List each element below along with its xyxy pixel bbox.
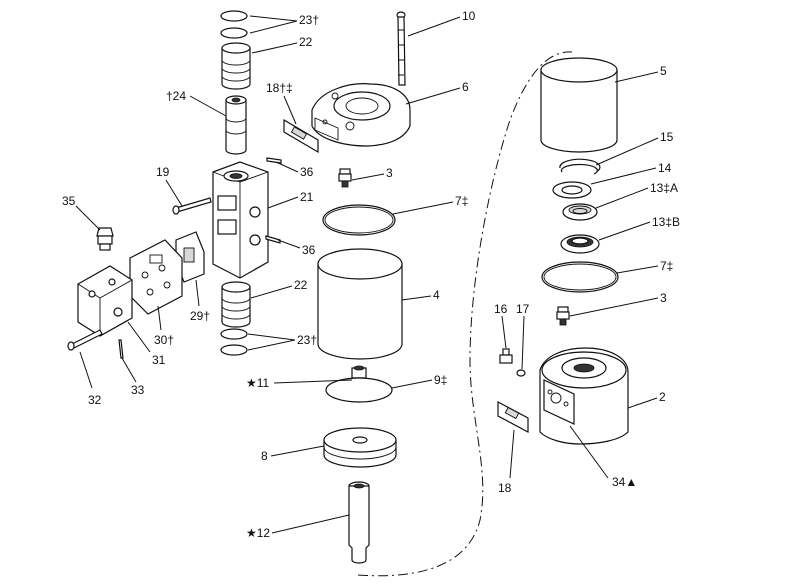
base-2 — [539, 347, 629, 445]
callout-10: 10 — [462, 9, 476, 23]
screw-32 — [67, 329, 103, 351]
packing-13b — [560, 234, 600, 254]
manifold-21 — [212, 161, 269, 279]
callout-8: 8 — [261, 449, 268, 463]
pin-36-top — [266, 157, 282, 164]
callout-24: †24 — [166, 89, 186, 103]
gasket-18-right — [497, 401, 529, 433]
screw-19 — [172, 197, 212, 215]
fitting-16 — [499, 348, 513, 364]
callout-22-top: 22 — [299, 35, 313, 49]
cover-31 — [77, 265, 133, 337]
o-ring-23-lower — [220, 328, 248, 356]
o-ring-9 — [325, 377, 393, 403]
callout-15: 15 — [660, 130, 674, 144]
o-ring-7-center — [322, 204, 396, 236]
piston-8 — [323, 427, 397, 468]
callout-22-lower: 22 — [294, 278, 308, 292]
leader-lines — [75, 15, 659, 534]
fitting-3-right — [556, 306, 570, 326]
callout-14: 14 — [658, 161, 672, 175]
callout-5: 5 — [660, 64, 667, 78]
packing-13a — [562, 203, 598, 221]
callout-7-center: 7‡ — [455, 194, 468, 208]
callout-18-top: 18†‡ — [266, 81, 293, 95]
cylinder-5 — [540, 57, 618, 153]
callout-2: 2 — [659, 390, 666, 404]
cylinder-24 — [225, 95, 247, 155]
callout-19: 19 — [156, 165, 170, 179]
callout-7-right: 7‡ — [660, 259, 673, 273]
callout-6: 6 — [462, 80, 469, 94]
callout-13a: 13‡A — [650, 181, 678, 195]
rod-12 — [348, 481, 370, 564]
fitting-3-top — [338, 168, 352, 188]
callout-labels: 23† 22 10 18†‡ †24 6 36 3 19 21 7‡ 35 36… — [62, 9, 680, 540]
cover-6 — [311, 83, 411, 147]
callout-36-top: 36 — [300, 165, 314, 179]
callout-21: 21 — [300, 190, 314, 204]
gasket-30 — [129, 239, 183, 315]
callout-23-lower: 23† — [297, 333, 317, 347]
callout-33: 33 — [131, 383, 145, 397]
callout-31: 31 — [152, 353, 166, 367]
snap-ring-15 — [559, 158, 601, 175]
callout-29: 29† — [190, 309, 210, 323]
callout-16: 16 — [494, 302, 508, 316]
fitting-35 — [96, 227, 114, 251]
callout-23-top: 23† — [299, 13, 319, 27]
sleeve-22-lower — [221, 281, 251, 328]
cylinder-4 — [317, 248, 403, 360]
assembly-centerline — [357, 51, 573, 577]
callout-35: 35 — [62, 194, 76, 208]
callout-32: 32 — [88, 393, 102, 407]
callout-12: ★12 — [246, 526, 270, 540]
o-ring-17 — [516, 369, 526, 377]
callout-36-lower: 36 — [302, 243, 316, 257]
callout-3-top: 3 — [386, 166, 393, 180]
callout-13b: 13‡B — [652, 215, 680, 229]
washer-14 — [552, 181, 592, 199]
pin-36-lower — [265, 235, 281, 244]
gasket-18-top — [283, 118, 319, 154]
sleeve-22-top — [221, 42, 251, 90]
o-ring-23-top — [220, 10, 248, 39]
o-ring-7-right — [541, 261, 619, 293]
callout-34: 34▲ — [612, 475, 637, 489]
callout-4: 4 — [433, 288, 440, 302]
callout-18-right: 18 — [498, 481, 512, 495]
callout-3-right: 3 — [660, 291, 667, 305]
bolt-10 — [396, 11, 406, 86]
callout-9: 9‡ — [434, 373, 447, 387]
pin-33 — [118, 339, 124, 359]
callout-11: ★11 — [246, 376, 270, 390]
callout-30: 30† — [154, 333, 174, 347]
callout-17: 17 — [516, 302, 530, 316]
